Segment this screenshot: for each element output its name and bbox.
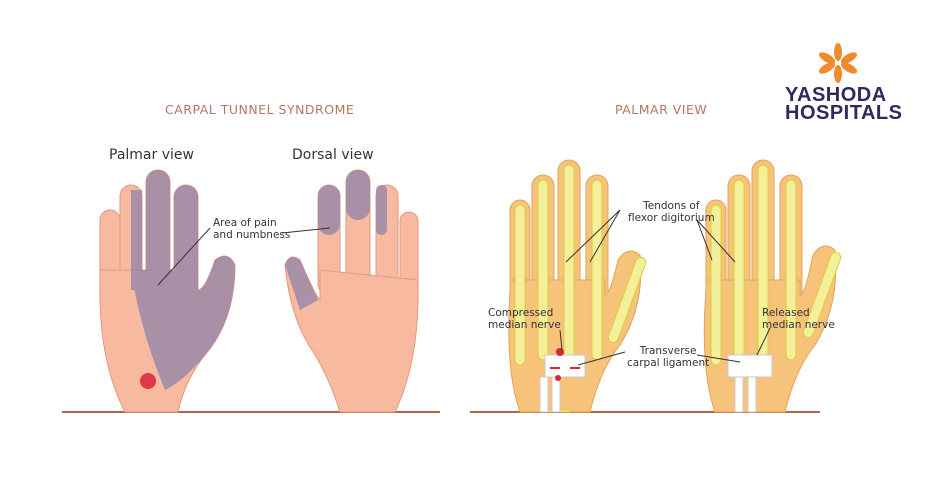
annotation-pointer (157, 227, 211, 286)
skeletal-hand-released (703, 159, 842, 413)
logo-flower-icon (818, 43, 858, 83)
annotation-lines (559, 209, 771, 366)
pain-point (140, 373, 156, 389)
left-panel-title: CARPAL TUNNEL SYNDROME (165, 102, 355, 117)
pain-area-label: Area of pain and numbness (213, 217, 290, 241)
compressed-nerve-label: Compressed median nerve (488, 307, 561, 331)
tendons-line1: Tendons of (643, 200, 700, 212)
dorsal-numbness (285, 170, 387, 310)
released-nerve-label: Released median nerve (762, 307, 835, 331)
numbness-area (131, 170, 235, 390)
released-line2: median nerve (762, 319, 835, 331)
compressed-line1: Compressed (488, 307, 554, 319)
right-panel-title: PALMAR VIEW (615, 102, 708, 117)
dorsal-pointer (281, 227, 331, 234)
ligament-label: Transverse carpal ligament (627, 345, 709, 369)
palmar-view-label: Palmar view (109, 147, 194, 163)
skeletal-hand-compressed (508, 159, 647, 413)
pain-area-line1: Area of pain (213, 217, 277, 229)
ligament-line1: Transverse (639, 345, 697, 357)
logo-text-line2: HOSPITALS (785, 102, 903, 124)
tendons-line2: flexor digitorium (628, 212, 715, 224)
pain-area-line2: and numbness (213, 229, 291, 241)
compressed-line2: median nerve (488, 319, 561, 331)
tendons-label: Tendons of flexor digitorium (628, 200, 715, 224)
dorsal-view-label: Dorsal view (292, 147, 374, 163)
logo-text-line1: YASHODA (785, 84, 887, 106)
ligament-line2: carpal ligament (627, 357, 710, 369)
released-line1: Released (762, 307, 810, 319)
